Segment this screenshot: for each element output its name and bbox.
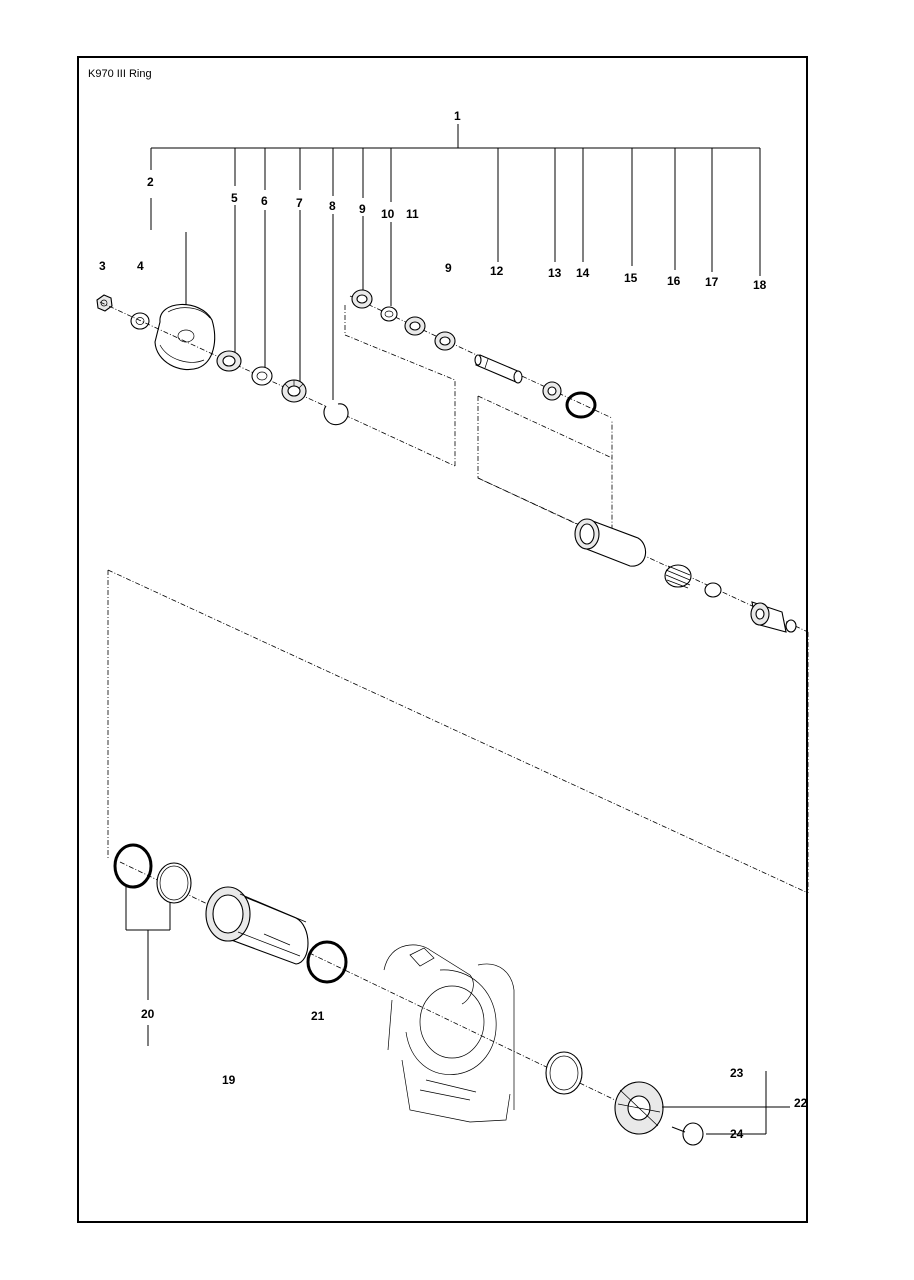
- axis-upper: [99, 301, 456, 467]
- callout-12: 12: [490, 264, 504, 278]
- callout-5: 5: [231, 191, 238, 205]
- part-19-piston-ring-holder: [205, 886, 309, 965]
- callout-bracket-1: [150, 124, 761, 400]
- part-12-shaft: [474, 354, 523, 384]
- part-17-bushing: [704, 582, 722, 598]
- callout-11: 11: [406, 207, 419, 221]
- callout-19: 19: [222, 1073, 236, 1087]
- callout-23: 23: [730, 1066, 744, 1080]
- callout-14: 14: [576, 266, 590, 280]
- outline-upper-right: [477, 396, 613, 541]
- callout-20: 20: [141, 1007, 155, 1021]
- part-5-bearing: [216, 350, 242, 372]
- part-11-ring: [404, 316, 426, 336]
- callout-4: 4: [137, 259, 144, 273]
- callout-17: 17: [705, 275, 719, 289]
- part-20-oring: [113, 843, 153, 889]
- outline-upper-right-2: [477, 395, 613, 459]
- callout-2: 2: [147, 175, 154, 189]
- machine-housing: [383, 944, 515, 1123]
- diagram-title: K970 III Ring: [88, 68, 152, 80]
- callout-7: 7: [296, 196, 303, 210]
- callout-22: 22: [794, 1096, 808, 1110]
- part-18-fitting: [750, 601, 797, 633]
- part-13-bearing: [542, 381, 562, 401]
- part-23-cap: [614, 1081, 664, 1135]
- part-21-oring: [306, 940, 348, 984]
- part-9-bearing: [351, 289, 373, 309]
- callout-13: 13: [548, 266, 562, 280]
- part-7-gear: [281, 379, 307, 403]
- part-20-ring: [156, 862, 192, 904]
- callout-6: 6: [261, 194, 268, 208]
- part-10-washer: [380, 306, 398, 322]
- callout-9a: 9: [359, 202, 366, 216]
- callout-3: 3: [99, 259, 106, 273]
- outline-upper-left: [344, 305, 456, 466]
- part-2-cover: [154, 303, 216, 370]
- callout-8: 8: [329, 199, 336, 213]
- part-24-screw: [671, 1122, 704, 1146]
- callout-15: 15: [624, 271, 638, 285]
- callout-21: 21: [311, 1009, 325, 1023]
- part-9-bearing-b: [434, 331, 456, 351]
- callout-16: 16: [667, 274, 681, 288]
- part-4-washer: [130, 312, 150, 330]
- part-8-circlip: [323, 403, 349, 426]
- callout-9b: 9: [445, 261, 452, 275]
- bracket-22: [662, 1071, 790, 1135]
- callout-1: 1: [454, 109, 461, 123]
- outline-large-top: [107, 569, 809, 894]
- part-6-ring: [251, 366, 273, 386]
- callout-18: 18: [753, 278, 767, 292]
- diagram-frame: [77, 56, 808, 1223]
- part-3-nut: [96, 294, 113, 312]
- part-16-spring: [664, 564, 692, 589]
- part-snap-ring: [545, 1051, 583, 1095]
- bracket-20: [125, 886, 171, 1046]
- part-15-cylinder: [574, 518, 647, 567]
- callout-10: 10: [381, 207, 395, 221]
- part-14-oring: [565, 391, 597, 419]
